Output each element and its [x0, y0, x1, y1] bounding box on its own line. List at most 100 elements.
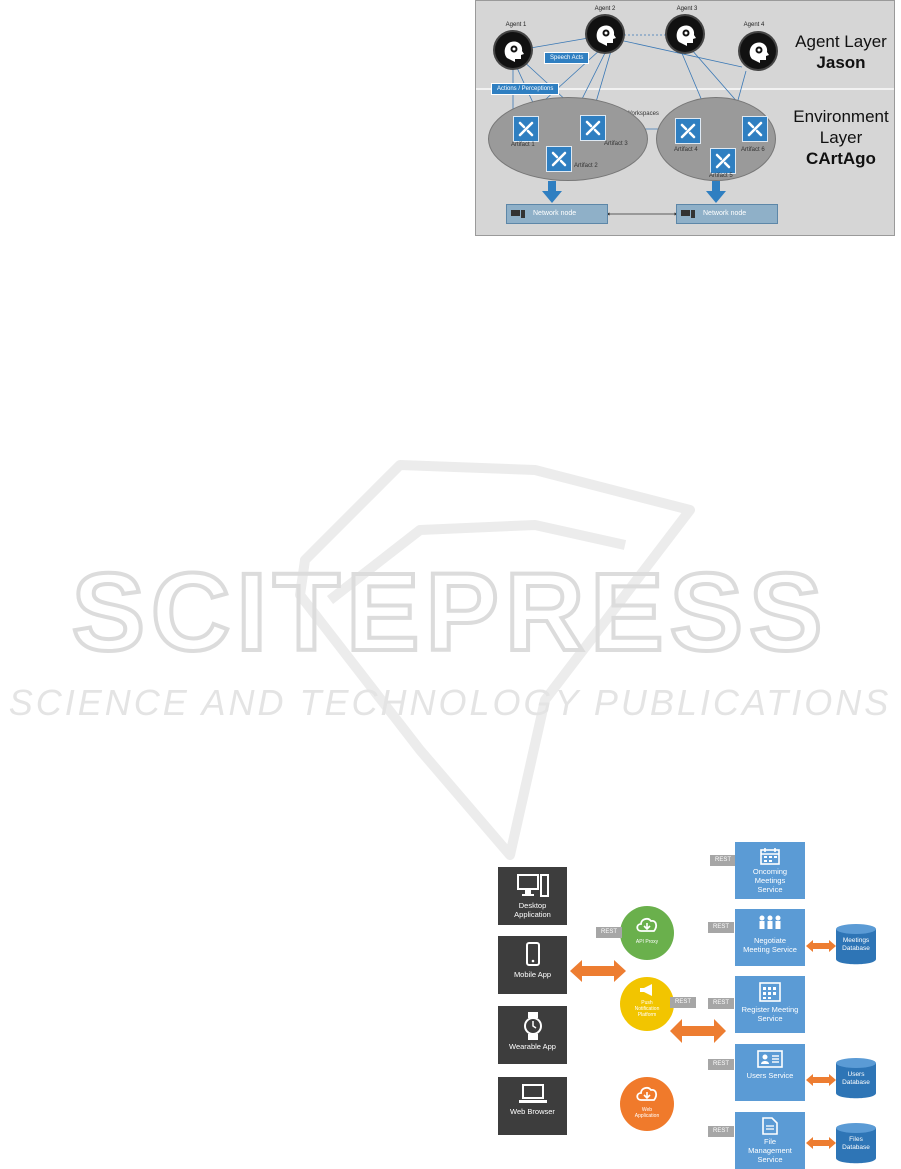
- service-register-line2: Service: [757, 1014, 783, 1023]
- rest-tag: REST: [596, 927, 622, 938]
- database-icon: [836, 1123, 876, 1164]
- agent-2-head-icon: [587, 16, 623, 52]
- environment-layer-title-line2: Layer: [819, 128, 863, 147]
- database-icon: [836, 1058, 876, 1099]
- push-notification-line3: Platform: [637, 1012, 657, 1018]
- agent-layer-title-line2: Jason: [816, 53, 866, 72]
- service-oncoming-meetings: Oncoming Meetings Service: [735, 842, 805, 899]
- network-node-2: Network node: [676, 204, 778, 224]
- speech-acts-tag: Speech Acts: [544, 52, 590, 64]
- file-icon: [762, 1117, 778, 1135]
- double-arrow-icon: [670, 1019, 726, 1043]
- rest-tag: REST: [710, 855, 736, 866]
- artifact-1-label: Artifact 1: [511, 142, 535, 148]
- database-users: Users Database: [835, 1057, 877, 1099]
- agent-4-head-icon: [740, 33, 776, 69]
- agent-3-label: Agent 3: [676, 6, 698, 12]
- agent-layer-title-line1: Agent Layer: [795, 32, 887, 51]
- agent-4-label: Agent 4: [743, 22, 765, 28]
- environment-layer-title-line1: Environment: [793, 107, 889, 126]
- web-application-line2: Application: [634, 1113, 660, 1119]
- database-files-line1: Files: [849, 1136, 863, 1143]
- workspaces-label: Workspaces: [626, 111, 659, 117]
- agent-3-head-icon: [667, 16, 703, 52]
- database-files-line2: Database: [842, 1144, 870, 1151]
- client-desktop-line1: Desktop: [518, 901, 547, 910]
- service-file-management: File Management Service: [735, 1112, 805, 1169]
- push-notification-circle: Push Notification Platform: [620, 977, 674, 1031]
- desktop-icon: [516, 874, 549, 897]
- agent-2-label: Agent 2: [594, 6, 616, 12]
- architecture-diagram: Desktop Application Mobile App Wearable …: [490, 836, 901, 1169]
- service-file-line3: Service: [757, 1155, 783, 1164]
- push-notification-line2: Notification: [634, 1006, 660, 1012]
- client-web-browser: Web Browser: [498, 1077, 567, 1135]
- double-arrow-icon: [570, 960, 626, 982]
- client-wearable: Wearable App: [498, 1006, 567, 1064]
- agent-environment-diagram: Agent Layer Jason Environment Layer CArt…: [475, 0, 895, 236]
- database-users-line1: Users: [847, 1071, 865, 1078]
- api-proxy-label: API Proxy: [635, 939, 659, 945]
- service-file-line1: File: [763, 1137, 777, 1146]
- service-users-label: Users Service: [746, 1071, 794, 1080]
- artifact-6-tool-icon: [742, 116, 768, 142]
- user-card-icon: [757, 1050, 783, 1068]
- calendar-icon: [760, 848, 780, 865]
- network-node-label: Network node: [703, 210, 747, 217]
- cloud-download-icon: [636, 917, 658, 932]
- service-oncoming-line3: Service: [757, 885, 783, 894]
- agent-layer-title: Agent Layer Jason: [791, 31, 891, 73]
- agent-1-label: Agent 1: [505, 22, 527, 28]
- people-icon: [759, 915, 781, 929]
- mobile-icon: [525, 942, 540, 966]
- down-arrow-icon: [542, 181, 562, 203]
- computer-icon: [511, 210, 525, 218]
- layer-divider: [476, 88, 894, 90]
- client-wearable-label: Wearable App: [509, 1042, 556, 1051]
- service-oncoming-line1: Oncoming: [752, 867, 788, 876]
- agent-1-head-icon: [495, 32, 531, 68]
- artifact-3-label: Artifact 3: [604, 141, 628, 147]
- client-desktop-line2: Application: [514, 910, 551, 919]
- cloud-download-icon: [636, 1086, 658, 1101]
- database-meetings-line1: Meetings: [842, 937, 870, 944]
- double-arrow-icon: [806, 940, 836, 952]
- database-meetings: Meetings Database: [835, 923, 877, 965]
- service-users: Users Service: [735, 1044, 805, 1101]
- service-negotiate-line1: Negotiate: [753, 936, 787, 945]
- rest-tag: REST: [708, 1126, 734, 1137]
- database-files: Files Database: [835, 1122, 877, 1164]
- environment-layer-title: Environment Layer CArtAgo: [786, 106, 894, 169]
- service-negotiate-meeting: Negotiate Meeting Service: [735, 909, 805, 966]
- megaphone-icon: [640, 984, 652, 996]
- artifact-2-tool-icon: [546, 146, 572, 172]
- artifact-6-label: Artifact 6: [741, 147, 765, 153]
- rest-tag: REST: [708, 922, 734, 933]
- double-arrow-icon: [806, 1074, 836, 1086]
- push-notification-line1: Push: [641, 1000, 653, 1006]
- service-file-line2: Management: [748, 1146, 792, 1155]
- environment-layer-title-line3: CArtAgo: [806, 149, 876, 168]
- actions-perceptions-tag: Actions / Perceptions: [491, 83, 560, 95]
- artifact-4-tool-icon: [675, 118, 701, 144]
- service-negotiate-line2: Meeting Service: [743, 945, 797, 954]
- watermark-line2: SCIENCE AND TECHNOLOGY PUBLICATIONS: [9, 682, 891, 723]
- artifact-5-tool-icon: [710, 148, 736, 174]
- service-register-meeting: Register Meeting Service: [735, 976, 805, 1033]
- double-arrow-icon: [806, 1137, 836, 1149]
- watermark-line1: SCITEPRESS: [72, 551, 829, 674]
- laptop-icon: [518, 1084, 547, 1103]
- sciteress-watermark: SCITEPRESS SCIENCE AND TECHNOLOGY PUBLIC…: [9, 460, 891, 860]
- down-arrow-icon: [706, 181, 726, 203]
- grid-calendar-icon: [759, 982, 781, 1002]
- artifact-1-tool-icon: [513, 116, 539, 142]
- database-icon: [836, 924, 876, 965]
- service-register-line1: Register Meeting: [741, 1005, 799, 1014]
- rest-tag: REST: [670, 997, 696, 1008]
- client-mobile-label: Mobile App: [513, 970, 552, 979]
- network-node-1: Network node: [506, 204, 608, 224]
- database-users-line2: Database: [842, 1079, 870, 1086]
- client-web-browser-label: Web Browser: [510, 1107, 555, 1116]
- rest-tag: REST: [708, 998, 734, 1009]
- artifact-3-tool-icon: [580, 115, 606, 141]
